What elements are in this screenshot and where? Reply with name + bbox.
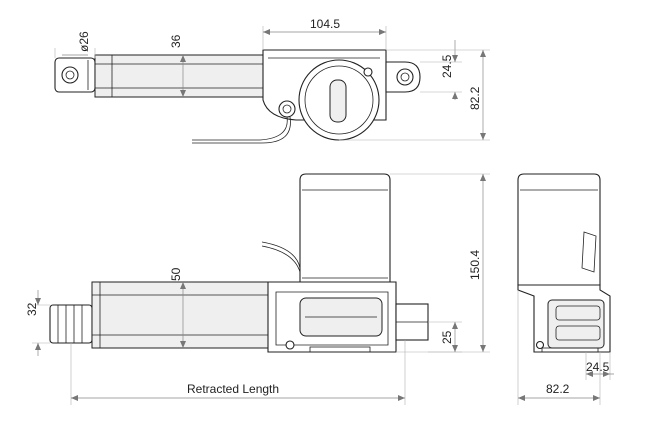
- top-clevis-height-label: 24.5: [440, 54, 454, 78]
- top-tube: [94, 54, 264, 98]
- side-motor: [517, 173, 601, 286]
- top-clevis-hole: [396, 68, 414, 86]
- front-tube-label: 50: [169, 267, 183, 281]
- front-retracted-length-label: Retracted Length: [187, 382, 279, 396]
- side-view: 24.5 82.2: [517, 173, 614, 405]
- side-width-label: 82.2: [546, 382, 570, 396]
- top-cover-slot: [329, 79, 347, 123]
- top-cable: [192, 116, 288, 141]
- front-view: 32 50 150.4 25 Retracted Length: [25, 173, 490, 405]
- top-motor-width-label: 104.5: [310, 17, 340, 31]
- top-tube-height-label: 36: [169, 34, 183, 48]
- top-rod-eye-hole: [61, 66, 79, 84]
- top-rod-diameter-label: ø26: [77, 31, 91, 52]
- front-rod-end: [49, 304, 93, 344]
- front-motor: [299, 173, 391, 286]
- side-clevis-label: 24.5: [586, 360, 610, 374]
- top-view: ø26 36 104.5 24.5 82.2: [54, 17, 490, 144]
- front-total-height-label: 150.4: [468, 250, 482, 280]
- top-total-height-label: 82.2: [468, 86, 482, 110]
- front-rod-label: 32: [25, 302, 39, 316]
- top-cable-gland: [278, 100, 296, 118]
- front-tube: [91, 281, 269, 349]
- front-clevis-label: 25: [440, 330, 454, 344]
- front-cable: [261, 241, 301, 269]
